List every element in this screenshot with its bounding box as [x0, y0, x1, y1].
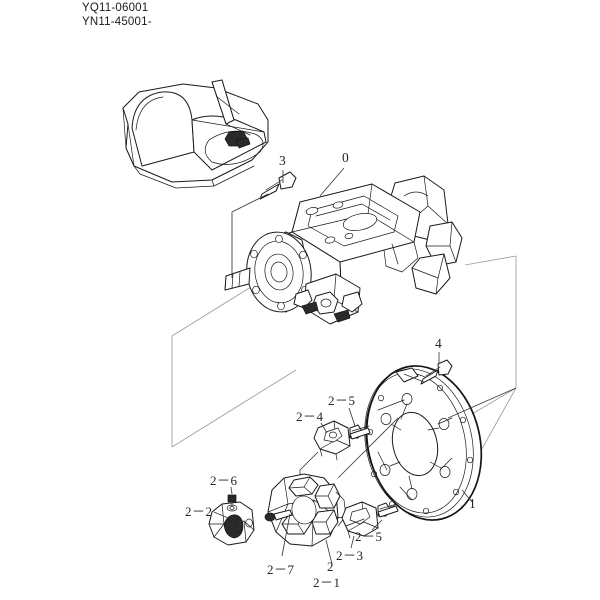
callout-2-7: 2－7 [267, 562, 295, 577]
bracket-upper [313, 420, 351, 461]
callout-0: 0 [342, 150, 350, 165]
leader-line-2-5a [348, 407, 356, 427]
callout-4: 4 [435, 336, 443, 351]
leader-line-2-3 [350, 535, 355, 549]
leader-line-2-2 [213, 511, 229, 519]
header-code-2: YN11-45001- [82, 16, 152, 28]
bell-housing-flange [364, 365, 483, 521]
callout-2-3: 2－3 [336, 548, 364, 563]
leader-line-2-4 [320, 422, 328, 434]
callout-2-5-lower: 2－5 [355, 529, 383, 544]
coupling-element [267, 473, 347, 547]
leader-line-3b [231, 193, 269, 278]
hydraulic-pump-assembly [224, 175, 463, 325]
leader-line-4b [403, 373, 425, 383]
callout-1: 1 [469, 496, 477, 511]
leader-line-0 [319, 167, 345, 197]
bracket-bolt-lower [377, 502, 399, 518]
leader-line-2-1 [325, 539, 333, 565]
callout-2: 2 [327, 559, 334, 574]
leader-line-1b [447, 387, 517, 419]
bracket-bolt-upper [349, 424, 371, 440]
header-code-1: YQ11-06001 [82, 2, 149, 14]
leader-line-1 [461, 489, 474, 504]
callout-3: 3 [279, 153, 287, 168]
leader-line-2-7 [281, 513, 291, 557]
callout-2-5-upper: 2－5 [328, 393, 356, 408]
leader-line-2-6 [230, 486, 233, 495]
callout-2-2: 2－2 [185, 504, 213, 519]
bracket-lower [341, 501, 379, 539]
callout-2-4: 2－4 [296, 409, 324, 424]
machine-body-outline [122, 79, 269, 189]
leader-line-2-5b [371, 519, 383, 531]
hub-set-screw [227, 494, 237, 506]
callout-2-1: 2－1 [313, 575, 341, 590]
flange-bolt [420, 359, 453, 385]
spider-pin [264, 509, 293, 522]
coupling-hub [208, 501, 255, 546]
callout-2-6: 2－6 [210, 473, 238, 488]
leader-line-coupling-assy [337, 417, 399, 479]
